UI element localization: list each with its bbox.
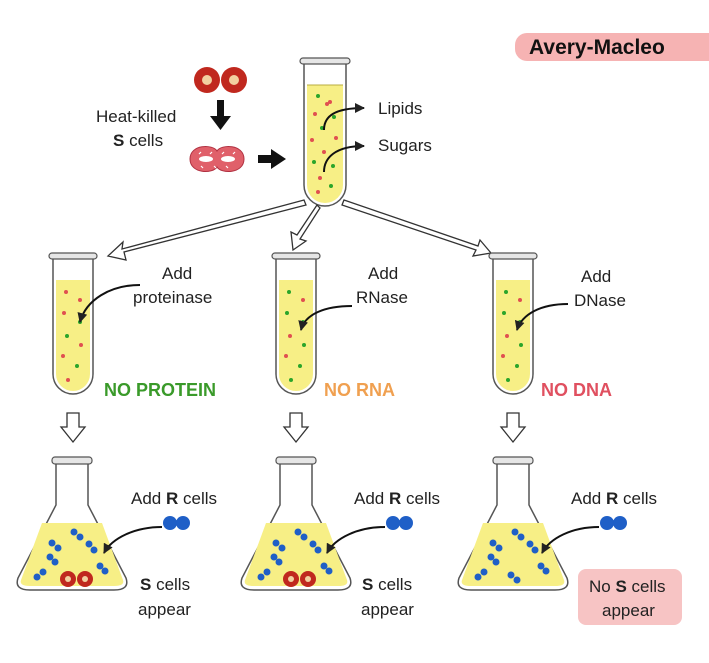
result-label: NO DNA (541, 380, 612, 400)
hollow-down-arrow-icon (499, 412, 527, 444)
r-cell-pair-icon (386, 516, 413, 530)
test-tube-icon (48, 252, 98, 395)
outcome-line1: S cells (362, 575, 412, 594)
branch-arrow-icon-right (341, 199, 493, 257)
flask-icon (240, 456, 352, 591)
s-cell-pair-icon (60, 571, 93, 587)
enzyme-label: DNase (574, 291, 626, 310)
s-cell-pair-icon (194, 67, 247, 93)
branch-arrows (106, 199, 493, 261)
flask-icon (16, 456, 128, 591)
r-cell-pair-icon (600, 516, 627, 530)
outcome-line2: appear (602, 601, 655, 620)
heat-killed-label: Heat-killed (96, 107, 176, 126)
hollow-down-arrow-icon (282, 412, 310, 444)
outcome-line1: S cells (140, 575, 190, 594)
flask-icon (457, 456, 569, 591)
branch-proteinase: Add proteinase NO PROTEIN Add R c (16, 252, 217, 619)
branch-dnase: Add DNase NO DNA Add R cells (457, 252, 682, 625)
branch-arrow-icon-left (106, 199, 307, 261)
enzyme-label: RNase (356, 288, 408, 307)
branch-rnase: Add RNase NO RNA Add R cells (240, 252, 440, 619)
add-label: Add (162, 264, 192, 283)
hollow-down-arrow-icon (59, 412, 87, 444)
branch-arrow-icon-middle (290, 203, 321, 252)
page-title: Avery-Macleo (529, 36, 665, 59)
s-cell-pair-icon (283, 571, 316, 587)
main-test-tube-icon (299, 57, 351, 207)
arrow-down-icon (210, 100, 231, 130)
add-label: Add (368, 264, 398, 283)
add-r-cells-label: Add R cells (354, 489, 440, 508)
arrow-right-icon (258, 149, 286, 169)
outcome-line2: appear (361, 600, 414, 619)
add-r-cells-label: Add R cells (571, 489, 657, 508)
sugars-label: Sugars (378, 136, 432, 155)
r-cell-pair-icon (163, 516, 190, 530)
result-label: NO RNA (324, 380, 395, 400)
test-tube-icon (271, 252, 321, 395)
source-cells: Heat-killed S cells (96, 67, 286, 172)
outcome-line1: No S cells (589, 577, 666, 596)
title-banner: Avery-Macleo (515, 33, 709, 61)
result-label: NO PROTEIN (104, 380, 216, 400)
test-tube-icon (488, 252, 538, 395)
s-cells-label: S cells (113, 131, 163, 150)
outcome-line2: appear (138, 600, 191, 619)
add-label: Add (581, 267, 611, 286)
lipids-label: Lipids (378, 99, 422, 118)
enzyme-label: proteinase (133, 288, 212, 307)
heat-killed-cell-icon (189, 146, 245, 172)
add-r-cells-label: Add R cells (131, 489, 217, 508)
outcome-badge: No S cells appear (578, 569, 682, 625)
